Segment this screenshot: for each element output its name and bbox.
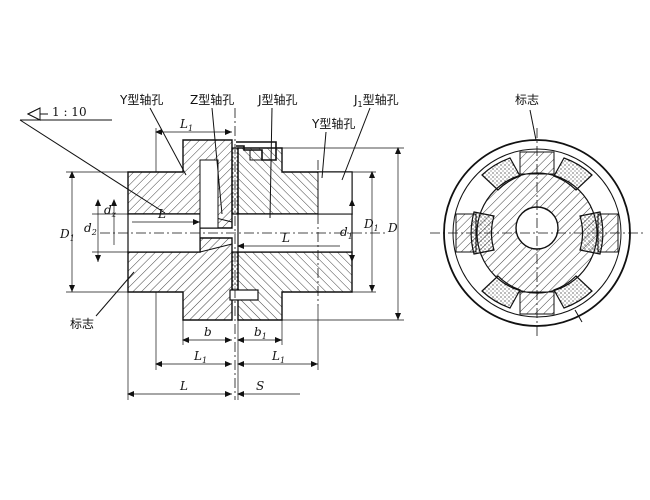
svg-text:D1: D1 xyxy=(363,217,379,233)
svg-text:d1: d1 xyxy=(340,225,353,241)
dim-L-inner-right: L xyxy=(237,231,340,249)
dim-L-bottom: L xyxy=(127,292,232,400)
dim-b: b xyxy=(182,320,232,345)
end-view xyxy=(430,128,644,338)
dim-D1-left: D1 xyxy=(59,171,128,293)
label-y-hole-right: Y型轴孔 xyxy=(311,116,355,131)
svg-text:L1: L1 xyxy=(271,349,285,365)
svg-text:D: D xyxy=(387,221,398,235)
svg-text:L1: L1 xyxy=(179,117,193,133)
dim-b1: b1 xyxy=(237,320,283,345)
dim-L1-bottom-left: L1 xyxy=(155,292,232,370)
label-y-hole: Y型轴孔 xyxy=(119,92,163,107)
dim-D: D xyxy=(282,147,404,321)
dim-D1-right: D1 xyxy=(352,171,379,293)
label-z-hole: Z型轴孔 xyxy=(190,92,234,107)
svg-text:D1: D1 xyxy=(59,227,75,243)
svg-text:b: b xyxy=(204,325,212,339)
label-mark-right: 标志 xyxy=(515,93,539,107)
label-j-hole: J型轴孔 xyxy=(257,92,298,107)
left-hub xyxy=(127,139,233,321)
dim-L1-bottom-right: L1 xyxy=(237,306,319,370)
dim-L-inner-left: L xyxy=(132,207,200,225)
svg-text:L: L xyxy=(281,231,290,245)
svg-text:dz: dz xyxy=(104,203,117,219)
svg-text:L: L xyxy=(179,379,188,393)
taper-symbol: 1 : 10 xyxy=(19,105,166,214)
label-j1-hole: J1型轴孔 xyxy=(353,92,399,109)
dim-L1-top: L1 xyxy=(155,117,232,172)
svg-text:S: S xyxy=(256,379,264,393)
dim-S: S xyxy=(237,320,300,400)
svg-text:L: L xyxy=(157,207,166,221)
dim-dz: dz xyxy=(104,199,117,245)
dim-d1-right: d1 xyxy=(340,199,355,262)
svg-text:L1: L1 xyxy=(193,349,207,365)
taper-ratio: 1 : 10 xyxy=(52,105,87,119)
dim-d2: d2 xyxy=(84,199,128,262)
label-mark-left: 标志 xyxy=(70,317,94,331)
svg-text:b1: b1 xyxy=(254,325,267,341)
svg-text:d2: d2 xyxy=(84,221,97,237)
